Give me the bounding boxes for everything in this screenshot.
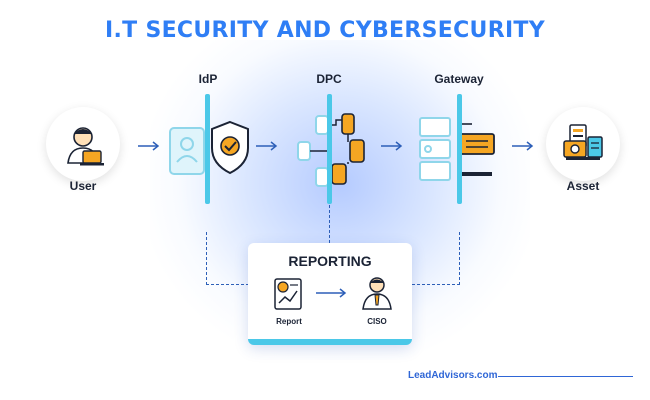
user-icon <box>67 127 104 166</box>
ciso-label: CISO <box>367 317 387 326</box>
user-label: User <box>69 179 97 193</box>
gateway-barrier <box>457 94 462 204</box>
page-title: I.T SECURITY AND CYBERSECURITY <box>105 18 545 43</box>
idp-dashed-connector <box>206 232 249 285</box>
ciso-person-icon <box>362 277 392 310</box>
asset-icon <box>563 124 603 160</box>
id-card-icon <box>169 127 205 175</box>
asset-node <box>546 107 620 181</box>
reporting-panel: REPORTING Report CISO <box>248 243 412 345</box>
gateway-dashed-connector <box>412 232 460 285</box>
footer-brand: LeadAdvisors.com <box>408 370 498 381</box>
stage-label-gateway: Gateway <box>434 72 484 86</box>
report-chart-icon <box>274 278 302 310</box>
dpc-barrier <box>327 94 332 204</box>
dpc-dashed-connector <box>329 205 330 243</box>
user-node <box>46 107 120 181</box>
reporting-title: REPORTING <box>288 253 372 269</box>
stage-label-idp: IdP <box>198 72 218 86</box>
footer-divider <box>498 376 633 377</box>
shield-check-icon <box>211 120 249 175</box>
gateway-server-icon <box>419 117 495 181</box>
idp-barrier <box>205 94 210 204</box>
stage-label-dpc: DPC <box>316 72 342 86</box>
network-nodes-icon <box>297 113 365 187</box>
report-to-ciso-arrow <box>316 288 347 298</box>
asset-label: Asset <box>566 179 600 193</box>
report-label: Report <box>276 317 302 326</box>
